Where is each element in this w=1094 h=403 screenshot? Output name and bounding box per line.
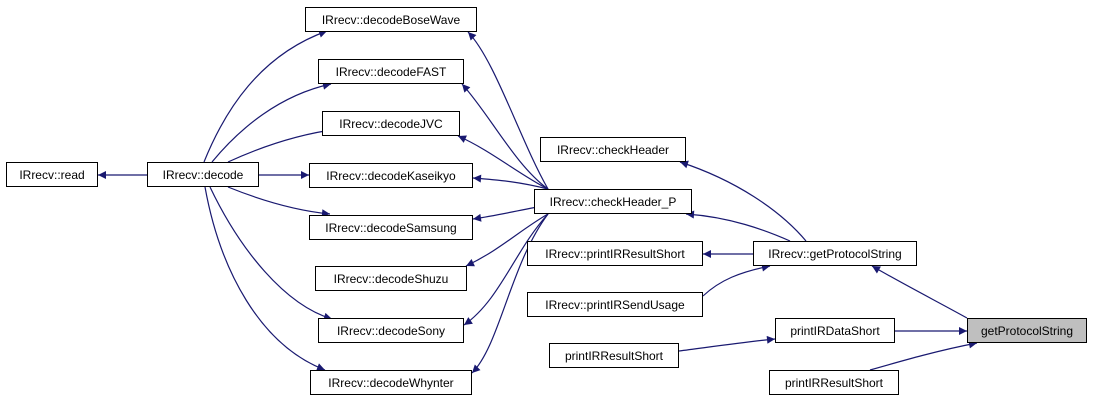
node-getprotocolstring-root: getProtocolString [967,318,1087,343]
edge-decodebosewave-to-decode [203,29,328,163]
edge-checkheader-p-to-decodekaseikyo [472,174,549,190]
node-irrecv-printirsendusage[interactable]: IRrecv::printIRSendUsage [527,292,703,317]
edge-decodesamsung-to-decode [227,186,331,218]
node-irrecv-decodeshuzu[interactable]: IRrecv::decodeShuzu [315,266,467,291]
edge-checkheader-p-to-decodebosewave [467,31,549,190]
edge-decodewhynter-to-decode [204,186,326,371]
edge-checkheader-p-to-decodewhynter [471,213,549,374]
node-irrecv-decodesony[interactable]: IRrecv::decodeSony [318,318,464,343]
node-irrecv-decode[interactable]: IRrecv::decode [147,162,259,187]
edge-getprotocolstringrecv-to-checkheader [679,160,807,242]
edge-checkheader-p-to-decodesony [463,213,549,326]
edge-decodefast-to-decode [211,81,332,163]
edge-printirresultshort-a-to-printirdatashort [678,335,776,352]
node-printirresultshort-a[interactable]: printIRResultShort [549,343,679,368]
node-irrecv-printirresultshort[interactable]: IRrecv::printIRResultShort [527,241,703,266]
node-irrecv-decodeboswave[interactable]: IRrecv::decodeBoseWave [305,7,477,32]
node-irrecv-read[interactable]: IRrecv::read [6,162,98,187]
node-printirresultshort-b[interactable]: printIRResultShort [769,370,899,395]
node-irrecv-decodekaseikyo[interactable]: IRrecv::decodeKaseikyo [309,163,473,188]
edge-printirresultshort-b-to-getprotocolstring [869,340,978,371]
node-irrecv-getprotocolstring[interactable]: IRrecv::getProtocolString [753,241,917,266]
node-irrecv-decodesamsung[interactable]: IRrecv::decodeSamsung [309,215,473,240]
edge-checkheader-p-to-decodefast [461,83,549,190]
edge-decodesony-to-decode [209,186,333,321]
node-irrecv-checkheader-p[interactable]: IRrecv::checkHeader_P [534,189,692,214]
node-irrecv-checkheader[interactable]: IRrecv::checkHeader [540,137,686,162]
node-irrecv-decodejvc[interactable]: IRrecv::decodeJVC [322,111,460,136]
edge-getprotocolstringrecv-to-checkheader-p [685,210,791,242]
node-irrecv-decodefast[interactable]: IRrecv::decodeFAST [318,59,464,84]
edge-getprotocolstring-to-getprotocolstringrecv [871,265,968,319]
edge-checkheader-p-to-decodeshuzu [465,213,549,267]
node-printirdatashort[interactable]: printIRDataShort [775,318,895,343]
edge-checkheader-p-to-decodejvc [457,135,549,190]
edge-printirsendusage-to-getprotocolstringrecv [702,263,771,297]
node-irrecv-decodewhynter[interactable]: IRrecv::decodeWhynter [310,370,472,395]
